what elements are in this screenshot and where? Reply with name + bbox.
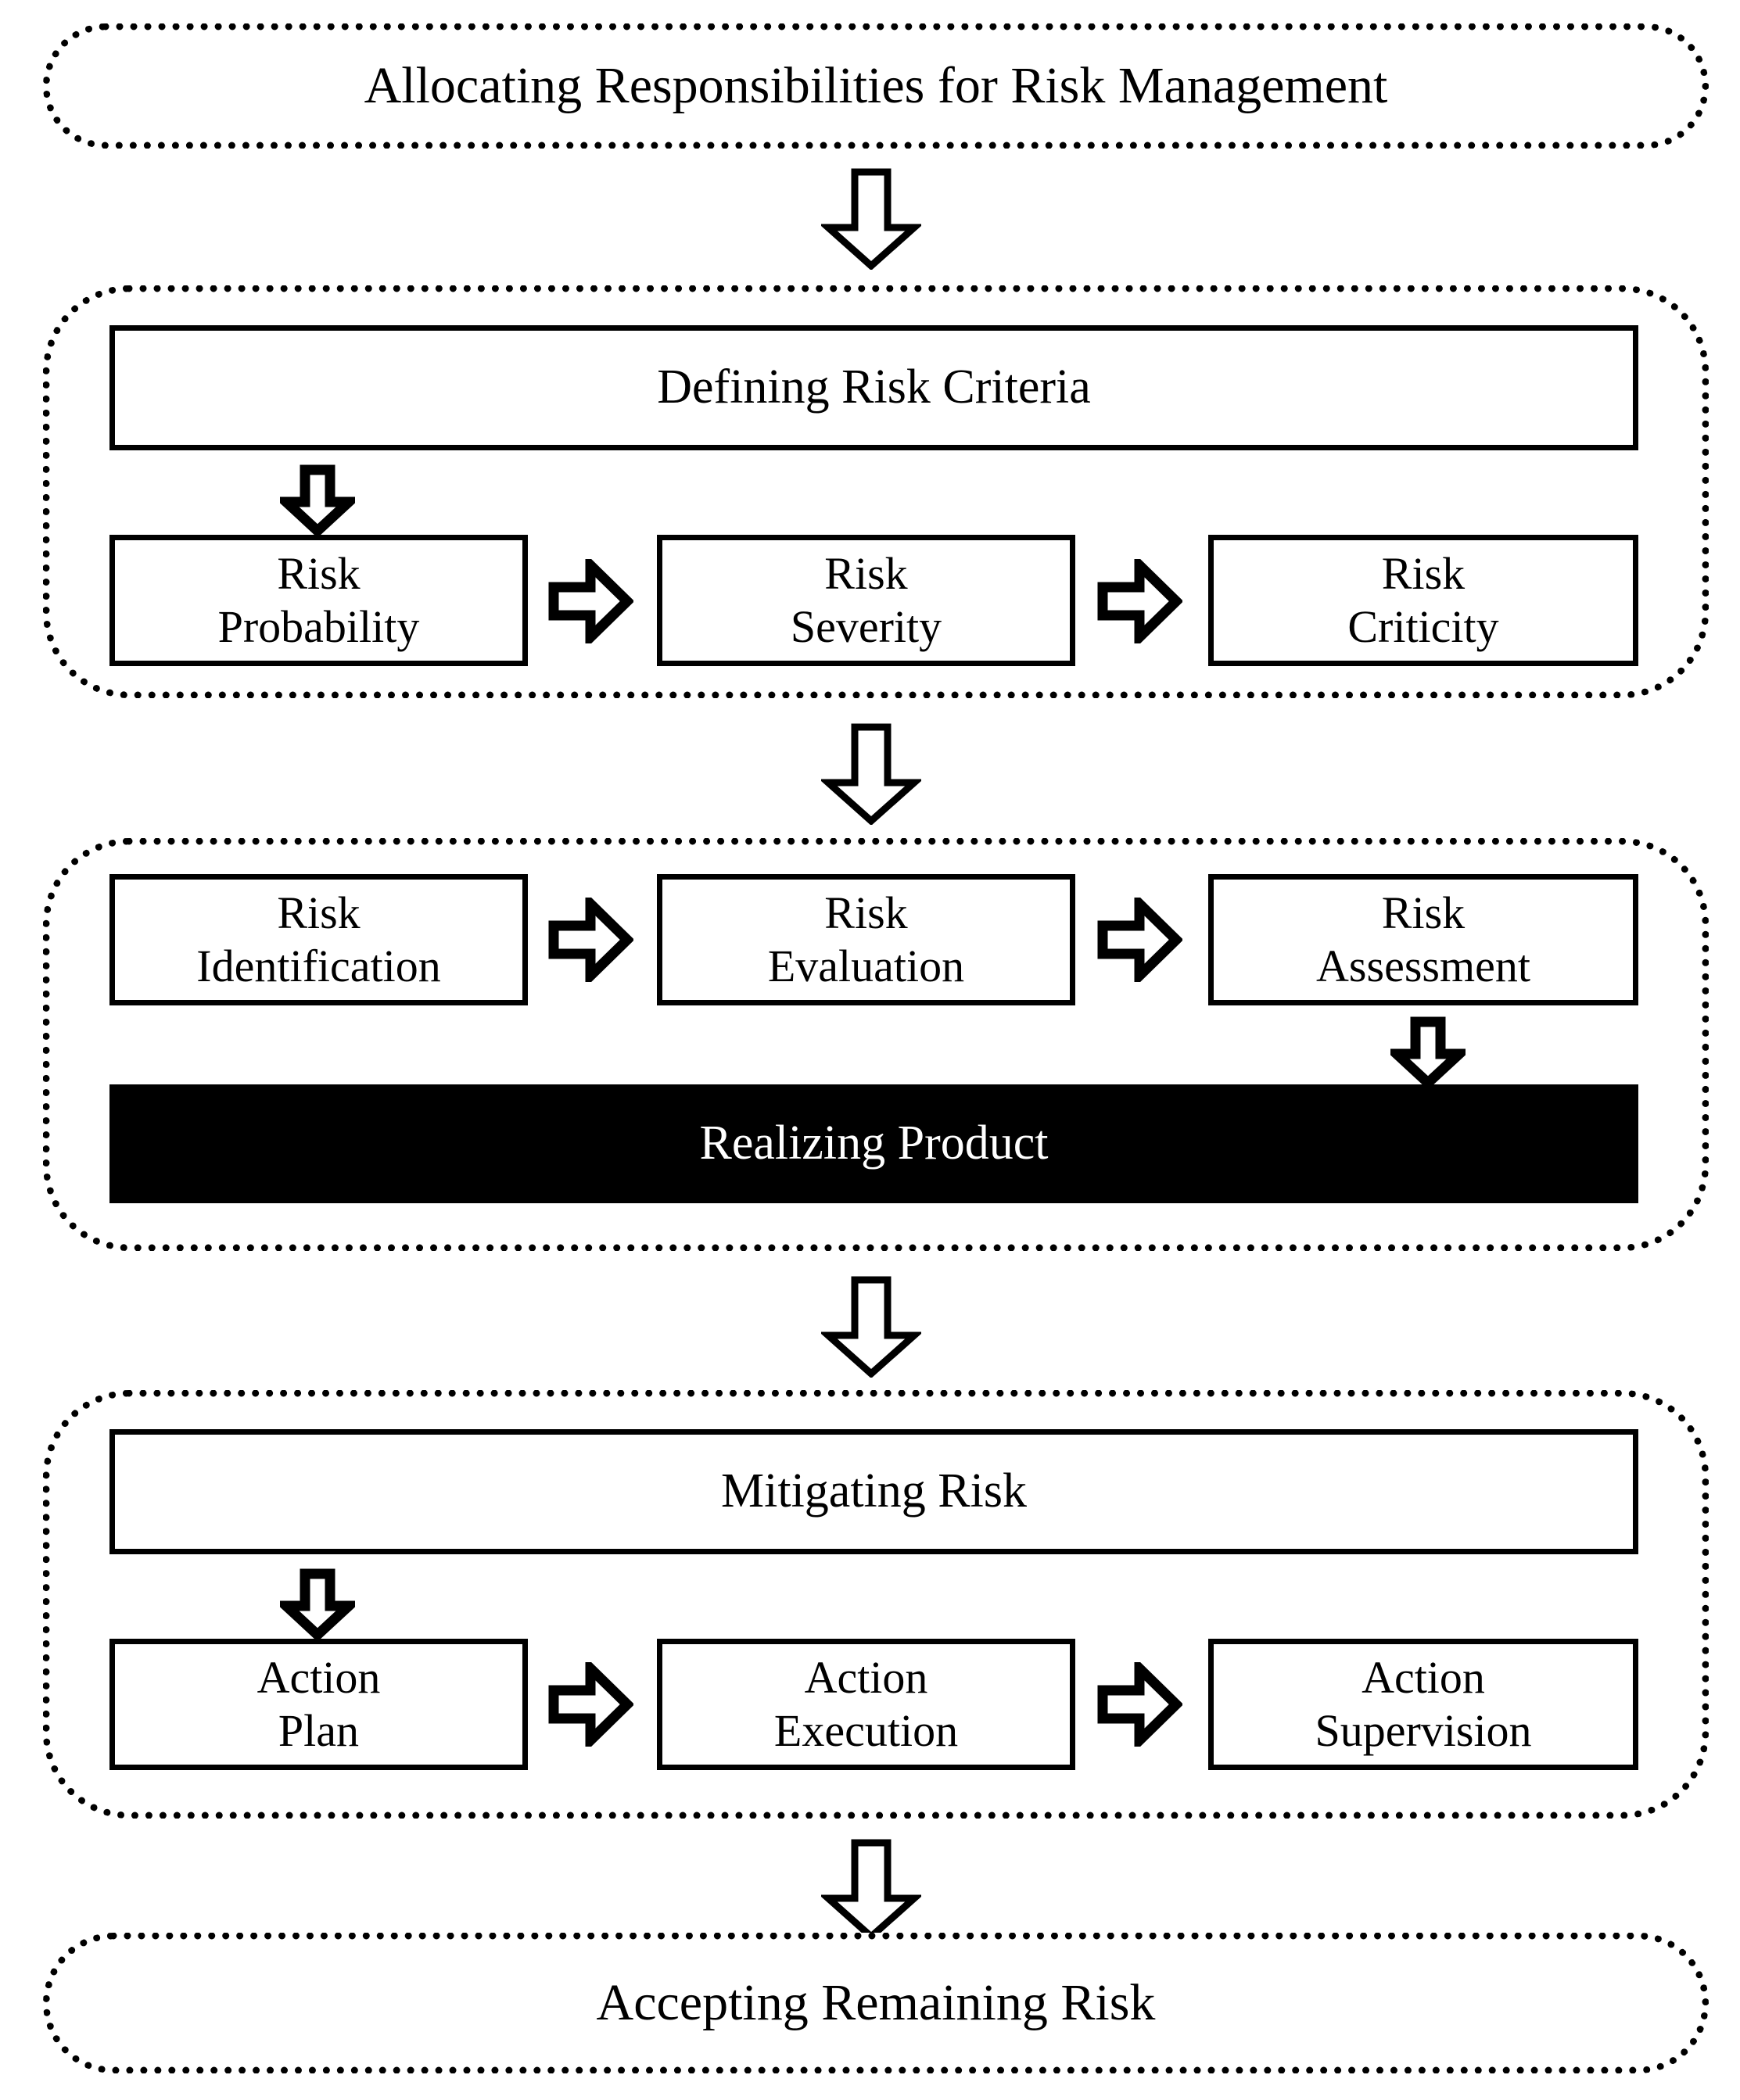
box-risk-assessment: Risk Assessment (1208, 874, 1638, 1005)
box-mitigating-risk-label: Mitigating Risk (721, 1464, 1027, 1518)
box-realizing-product-label: Realizing Product (699, 1116, 1049, 1170)
box-risk-severity-label: Risk Severity (790, 547, 942, 652)
box-action-supervision: Action Supervision (1208, 1639, 1638, 1770)
stage-accepting-remaining-risk-label: Accepting Remaining Risk (596, 1974, 1156, 2031)
box-action-plan-label: Action Plan (257, 1651, 381, 1756)
box-risk-evaluation: Risk Evaluation (657, 874, 1075, 1005)
box-risk-assessment-label: Risk Assessment (1316, 887, 1530, 991)
box-action-supervision-label: Action Supervision (1315, 1651, 1532, 1756)
stage-accepting-remaining-risk: Accepting Remaining Risk (43, 1933, 1709, 2073)
box-action-execution-label: Action Execution (773, 1651, 959, 1756)
right-block-arrow-g2-a (547, 898, 633, 982)
right-block-arrow-g1-b (1096, 559, 1182, 643)
down-block-arrow-g3 (280, 1568, 355, 1640)
down-block-arrow-g2 (1390, 1016, 1466, 1088)
box-realizing-product: Realizing Product (109, 1084, 1638, 1203)
box-action-execution: Action Execution (657, 1639, 1075, 1770)
box-risk-criticity: Risk Criticity (1208, 535, 1638, 666)
box-action-plan: Action Plan (109, 1639, 528, 1770)
box-risk-severity: Risk Severity (657, 535, 1075, 666)
right-block-arrow-g1-a (547, 559, 633, 643)
box-risk-identification: Risk Identification (109, 874, 528, 1005)
box-risk-identification-label: Risk Identification (196, 887, 441, 991)
down-block-arrow-2 (821, 723, 921, 825)
stage-allocating-responsibilities-label: Allocating Responsibilities for Risk Man… (364, 57, 1388, 114)
right-block-arrow-g2-b (1096, 898, 1182, 982)
down-block-arrow-g1 (280, 464, 355, 536)
box-risk-probability: Risk Probability (109, 535, 528, 666)
down-block-arrow-1 (821, 168, 921, 270)
box-mitigating-risk: Mitigating Risk (109, 1429, 1638, 1554)
box-risk-criticity-label: Risk Criticity (1347, 547, 1499, 652)
right-block-arrow-g3-b (1096, 1662, 1182, 1747)
box-defining-risk-criteria-label: Defining Risk Criteria (657, 360, 1091, 414)
box-defining-risk-criteria: Defining Risk Criteria (109, 325, 1638, 450)
box-risk-evaluation-label: Risk Evaluation (767, 887, 965, 991)
stage-allocating-responsibilities: Allocating Responsibilities for Risk Man… (43, 23, 1709, 149)
right-block-arrow-g3-a (547, 1662, 633, 1747)
down-block-arrow-4 (821, 1839, 921, 1941)
box-risk-probability-label: Risk Probability (217, 547, 420, 652)
down-block-arrow-3 (821, 1276, 921, 1378)
